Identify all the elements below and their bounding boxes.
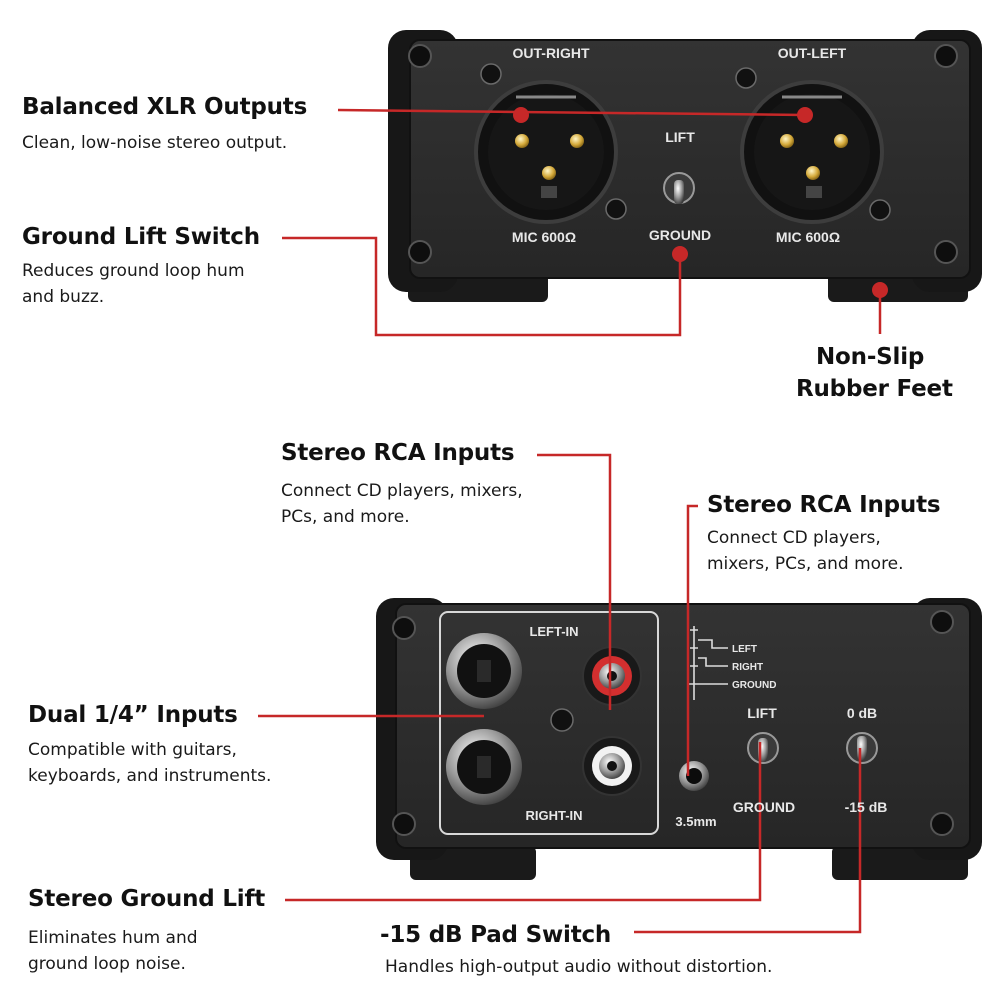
screw-icon bbox=[408, 240, 432, 264]
callout-leaders bbox=[258, 108, 882, 934]
callout-dots bbox=[513, 107, 888, 298]
panel-labels: OUT-RIGHT OUT-LEFT LIFT GROUND MIC 600Ω … bbox=[512, 45, 887, 829]
callout-pad-desc: Handles high-output audio without distor… bbox=[385, 957, 773, 977]
trs-diagram bbox=[688, 626, 728, 700]
callout-feet-title-2: Rubber Feet bbox=[796, 376, 953, 402]
callout-stereo-ground-title: Stereo Ground Lift bbox=[28, 886, 266, 912]
callout-quarter-desc-2: keyboards, and instruments. bbox=[28, 766, 272, 786]
screw-icon bbox=[934, 44, 958, 68]
callout-xlr-title: Balanced XLR Outputs bbox=[22, 94, 308, 120]
mini-jack-35mm bbox=[679, 761, 709, 791]
screw-icon bbox=[934, 240, 958, 264]
ground-lift-toggle bbox=[663, 172, 695, 204]
label-tip-ground: GROUND bbox=[732, 680, 776, 691]
screw-icon bbox=[392, 616, 416, 640]
callout-rca2-title: Stereo RCA Inputs bbox=[707, 492, 941, 518]
label-tip-left: LEFT bbox=[732, 644, 757, 655]
screw-icon bbox=[408, 44, 432, 68]
callout-ground-lift-desc-1: Reduces ground loop hum bbox=[22, 261, 245, 281]
label-left-in: LEFT-IN bbox=[529, 624, 578, 639]
pad-toggle bbox=[846, 732, 878, 764]
screw-icon bbox=[930, 610, 954, 634]
callout-rca1-title: Stereo RCA Inputs bbox=[281, 440, 515, 466]
quarter-inch-jack-right bbox=[446, 729, 522, 805]
xlr-out-left bbox=[740, 80, 884, 224]
callout-rca1-desc-2: PCs, and more. bbox=[281, 507, 410, 527]
label-pad-15db: -15 dB bbox=[845, 799, 888, 815]
top-panel bbox=[388, 30, 982, 302]
callout-stereo-ground-desc-1: Eliminates hum and bbox=[28, 928, 198, 948]
callout-xlr-desc: Clean, low-noise stereo output. bbox=[22, 133, 288, 153]
screw-icon bbox=[392, 812, 416, 836]
label-right-in: RIGHT-IN bbox=[525, 808, 582, 823]
callout-rca2-desc-2: mixers, PCs, and more. bbox=[707, 554, 904, 574]
callout-stereo-ground-desc-2: ground loop noise. bbox=[28, 954, 186, 974]
label-mic-left: MIC 600Ω bbox=[512, 229, 576, 245]
label-out-right: OUT-RIGHT bbox=[513, 45, 590, 61]
callout-feet-title-1: Non-Slip bbox=[816, 344, 925, 370]
screw-icon bbox=[930, 812, 954, 836]
stereo-lift-toggle bbox=[747, 732, 779, 764]
xlr-out-right bbox=[474, 80, 618, 224]
rca-jack-white bbox=[582, 736, 642, 796]
rca-jack-red bbox=[582, 646, 642, 706]
label-lift: LIFT bbox=[665, 129, 695, 145]
callout-rca1-desc-1: Connect CD players, mixers, bbox=[281, 481, 523, 501]
callout-quarter-title: Dual 1/4” Inputs bbox=[28, 702, 238, 728]
callout-ground-lift-title: Ground Lift Switch bbox=[22, 224, 260, 250]
quarter-inch-jack-left bbox=[446, 633, 522, 709]
callout-rca2-desc-1: Connect CD players, bbox=[707, 528, 881, 548]
label-out-left: OUT-LEFT bbox=[778, 45, 847, 61]
label-tip-right: RIGHT bbox=[732, 662, 763, 673]
label-ground: GROUND bbox=[649, 227, 711, 243]
label-mic-right: MIC 600Ω bbox=[776, 229, 840, 245]
label-lift-bottom: LIFT bbox=[747, 705, 777, 721]
callout-ground-lift-desc-2: and buzz. bbox=[22, 287, 105, 307]
callout-pad-title: -15 dB Pad Switch bbox=[380, 922, 612, 948]
label-35mm: 3.5mm bbox=[675, 814, 716, 829]
bottom-panel bbox=[376, 598, 982, 880]
callout-quarter-desc-1: Compatible with guitars, bbox=[28, 740, 237, 760]
label-pad-0db: 0 dB bbox=[847, 705, 877, 721]
label-ground-bottom: GROUND bbox=[733, 799, 795, 815]
